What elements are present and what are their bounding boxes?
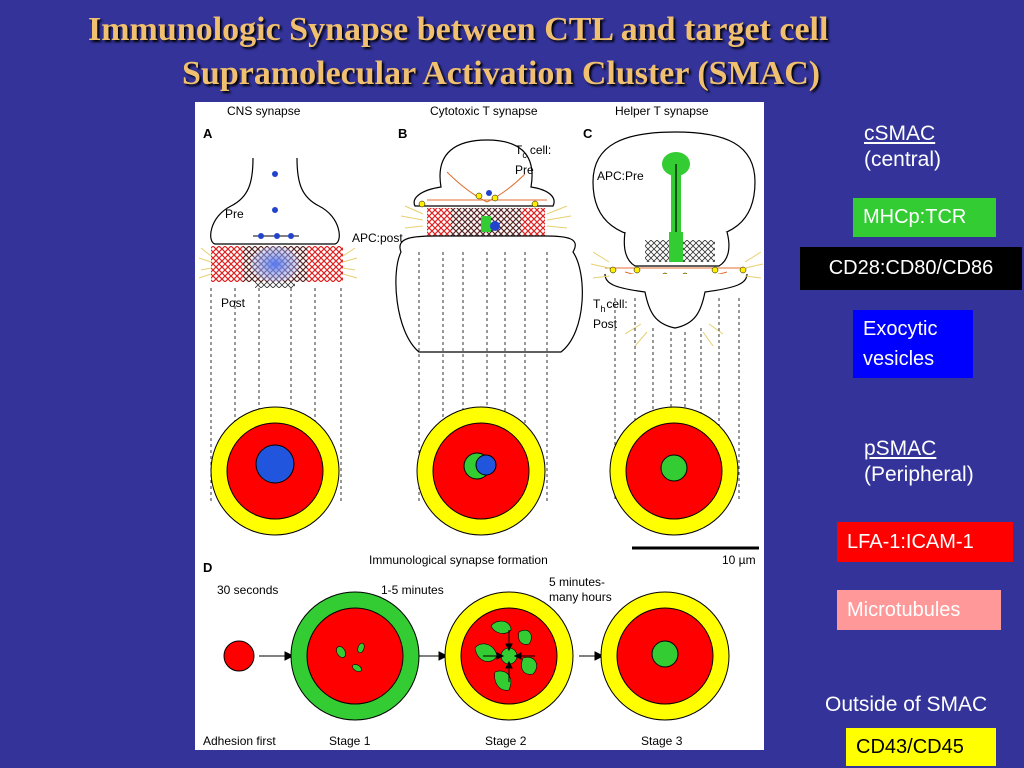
smac-target-helper <box>609 406 739 536</box>
time-30-seconds: 30 seconds <box>217 583 278 597</box>
csmac-term: cSMAC <box>864 122 936 145</box>
helper-synapse-drawing <box>590 131 764 502</box>
panel-d-heading: Immunological synapse formation <box>369 553 548 567</box>
smac-target-cns <box>210 406 340 536</box>
time-1-5-minutes: 1-5 minutes <box>381 583 444 597</box>
panel-b-pre-label: Pre <box>515 163 534 177</box>
cytotoxic-synapse-drawing <box>395 139 583 502</box>
stage-1-circle <box>290 591 420 721</box>
exocytic-line1: Exocytic <box>863 318 938 340</box>
legend-outside-smac: Outside of SMAC <box>825 693 988 716</box>
panel-c-heading: Helper T synapse <box>615 104 709 118</box>
panel-b-heading: Cytotoxic T synapse <box>430 104 538 118</box>
scale-label: 10 µm <box>722 553 756 567</box>
stage-adhesion-circle <box>223 640 255 672</box>
legend-exocytic-vesicles: Exocytic vesicles <box>853 310 973 378</box>
panel-d-letter: D <box>203 560 212 575</box>
stage-3-label: Stage 3 <box>641 734 683 748</box>
panel-b-apc-label: APC:post <box>352 231 403 245</box>
legend-mhcp-tcr: MHCp:TCR <box>853 198 996 237</box>
stage-3-circle <box>600 591 730 721</box>
psmac-term: pSMAC <box>864 437 937 460</box>
panel-a-post-label: Post <box>221 296 246 310</box>
panel-a-letter: A <box>203 126 213 141</box>
panel-c-letter: C <box>583 126 593 141</box>
panel-b-letter: B <box>398 126 407 141</box>
slide-title-line2: Supramolecular Activation Cluster (SMAC) <box>182 55 821 92</box>
synapse-figure: CNS synapse Cytotoxic T synapse Helper T… <box>195 102 764 750</box>
panel-c-post-label: Post <box>593 317 618 331</box>
stage-1-label: Stage 1 <box>329 734 371 748</box>
time-5-minutes: 5 minutes- <box>549 575 605 589</box>
panel-a-pre-label: Pre <box>225 207 244 221</box>
stage-arrows <box>259 651 605 661</box>
panel-c-apc-label: APC:Pre <box>597 169 644 183</box>
exocytic-line2: vesicles <box>863 348 935 370</box>
legend-lfa-icam: LFA-1:ICAM-1 <box>837 522 1013 562</box>
slide-title-line1: Immunologic Synapse between CTL and targ… <box>88 11 829 48</box>
legend-microtubules: Microtubules <box>837 590 1001 630</box>
panel-c-t-label: Thcell: <box>593 297 628 314</box>
legend-cd28: CD28:CD80/CD86 <box>800 247 1022 290</box>
stage-2-label: Stage 2 <box>485 734 527 748</box>
psmac-desc: (Peripheral) <box>864 463 974 486</box>
stage-2-circle <box>444 591 574 721</box>
legend-csmac: cSMAC (central) <box>864 121 941 173</box>
panel-a-heading: CNS synapse <box>227 104 301 118</box>
stage-adhesion-label: Adhesion first <box>203 734 276 748</box>
time-many-hours: many hours <box>549 590 612 604</box>
smac-target-cytotoxic <box>416 406 546 536</box>
legend-cd43-cd45: CD43/CD45 <box>846 728 996 766</box>
cns-synapse-drawing <box>198 157 358 502</box>
legend-psmac: pSMAC (Peripheral) <box>864 436 974 488</box>
csmac-desc: (central) <box>864 148 942 171</box>
